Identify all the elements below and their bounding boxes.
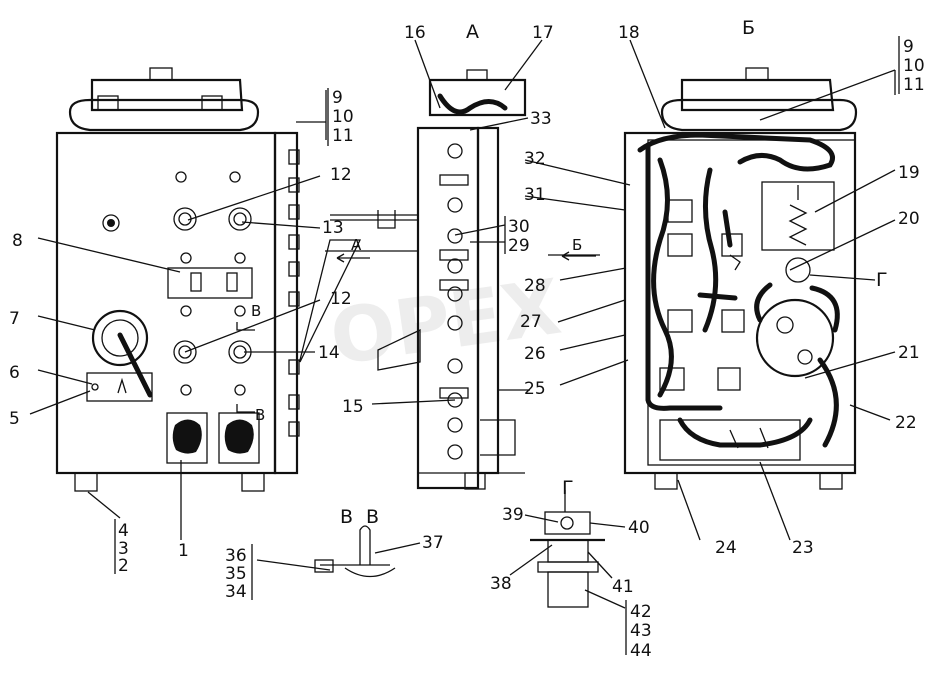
callout-2: 2	[118, 556, 129, 576]
callout-8: 8	[12, 231, 23, 251]
callout-33: 33	[530, 109, 552, 129]
callout-38: 38	[490, 574, 512, 594]
view-label-v-detail-2: В	[366, 506, 379, 528]
callout-23: 23	[792, 538, 814, 558]
callout-10b: 10	[903, 56, 925, 76]
callout-18: 18	[618, 23, 640, 43]
arrow-label-a: А	[351, 236, 362, 254]
callout-6: 6	[9, 363, 20, 383]
callout-34: 34	[225, 582, 247, 602]
callout-1: 1	[178, 541, 189, 561]
view-label-a: А	[466, 21, 479, 43]
callout-28: 28	[524, 276, 546, 296]
interior-view-b	[623, 67, 858, 490]
callout-21: 21	[898, 343, 920, 363]
callout-11a: 11	[332, 126, 354, 146]
callout-17: 17	[532, 23, 554, 43]
arrow-b	[561, 251, 596, 261]
callout-30: 30	[508, 217, 530, 237]
callout-12b: 12	[330, 289, 352, 309]
section-mark-v-1: В	[251, 302, 261, 320]
side-view-a	[299, 69, 530, 490]
callout-15: 15	[342, 397, 364, 417]
callout-37: 37	[422, 533, 444, 553]
callout-41: 41	[612, 577, 634, 597]
callout-26: 26	[524, 344, 546, 364]
callout-24: 24	[715, 538, 737, 558]
detail-v	[256, 525, 421, 578]
callout-4: 4	[118, 521, 129, 541]
callout-16: 16	[404, 23, 426, 43]
callout-22: 22	[895, 413, 917, 433]
right-view-leader-lines	[629, 39, 896, 541]
callout-9b: 9	[903, 37, 914, 57]
arrow-label-b: Б	[572, 236, 582, 254]
callout-10a: 10	[332, 107, 354, 127]
callout-39: 39	[502, 505, 524, 525]
callout-32: 32	[524, 149, 546, 169]
callout-3: 3	[118, 539, 129, 559]
view-label-b: Б	[742, 17, 755, 39]
callout-36: 36	[225, 546, 247, 566]
callout-19: 19	[898, 163, 920, 183]
callout-25: 25	[524, 379, 546, 399]
callout-9a: 9	[332, 88, 343, 108]
callout-7: 7	[9, 309, 20, 329]
callout-12a: 12	[330, 165, 352, 185]
callout-31: 31	[524, 185, 546, 205]
middle-view-leader-lines	[325, 39, 631, 405]
section-mark-v-2: В	[255, 406, 265, 424]
callout-20: 20	[898, 209, 920, 229]
callout-5: 5	[9, 409, 20, 429]
view-label-g-detail: Г	[562, 477, 574, 499]
detail-g	[509, 490, 627, 655]
callout-42: 42	[630, 602, 652, 622]
callout-44: 44	[630, 641, 652, 661]
view-label-g: Г	[876, 269, 888, 291]
callout-29: 29	[508, 236, 530, 256]
callout-40: 40	[628, 518, 650, 538]
callout-numbers: 1 2 3 4 5 6 7 8 9 10 11 12 13 12 14 15 1…	[9, 23, 925, 661]
callout-13: 13	[322, 218, 344, 238]
front-view-housing	[55, 67, 300, 492]
callout-35: 35	[225, 564, 247, 584]
callout-11b: 11	[903, 75, 925, 95]
callout-27: 27	[520, 312, 542, 332]
arrow-a	[336, 253, 370, 263]
callout-43: 43	[630, 621, 652, 641]
left-view-leader-lines	[29, 90, 327, 540]
view-label-v-detail-1: В	[340, 506, 353, 528]
callout-14: 14	[318, 343, 340, 363]
